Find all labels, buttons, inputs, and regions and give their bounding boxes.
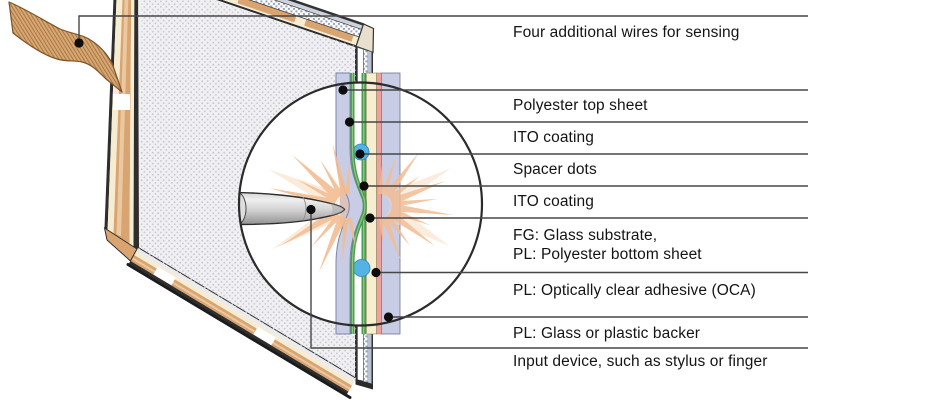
callout-dot-ito-top: [344, 117, 355, 127]
wire-trace-gap: [113, 94, 130, 110]
callout-label-top-sheet: Polyester top sheet: [513, 97, 648, 114]
panel-top-edge: [223, 0, 375, 54]
stylus-tip: [330, 203, 345, 216]
callout-label-backer: PL: Glass or plastic backer: [513, 325, 701, 342]
stylus-cone-joint: [302, 196, 307, 221]
stylus: [239, 191, 346, 226]
stylus-end-cap: [239, 191, 247, 226]
panel-left-edge: [104, 0, 137, 249]
spacer-dot-bottom: [352, 259, 371, 277]
ribbon-cable: [8, 1, 123, 93]
callout-dots: [74, 38, 394, 322]
panel-bottom-cap: [355, 379, 373, 390]
callout-dot-ito-bottom: [359, 181, 369, 191]
callout-line-wires: [78, 15, 808, 43]
callout-dot-input-device: [306, 204, 316, 215]
callout-label-wires: Four additional wires for sensing: [513, 24, 740, 41]
panel-bottom-edge: [103, 226, 356, 399]
callout-dot-backer: [383, 312, 394, 322]
layer-glass-substrate: [366, 72, 377, 335]
callout-label-oca: PL: Optically clear adhesive (OCA): [513, 282, 756, 299]
callout-dot-substrate: [365, 213, 375, 223]
magnifier-circle-ring: [237, 81, 484, 327]
callout-dot-spacer-dots: [355, 149, 365, 159]
callout-label-ito-top: ITO coating: [513, 129, 594, 146]
callout-dot-oca: [371, 267, 381, 278]
callout-dot-top-sheet: [338, 85, 348, 95]
callout-dot-wires: [74, 38, 84, 48]
callout-line-input-device: [310, 209, 808, 349]
callout-label-input-device: Input device, such as stylus or finger: [513, 353, 768, 370]
callout-label-spacer-dots: Spacer dots: [513, 161, 597, 178]
callout-label-substrate: FG: Glass substrate, PL: Polyester botto…: [513, 227, 702, 263]
layer-oca: [376, 72, 382, 335]
callout-lines: [78, 15, 808, 349]
callout-label-ito-bottom: ITO coating: [513, 193, 594, 210]
